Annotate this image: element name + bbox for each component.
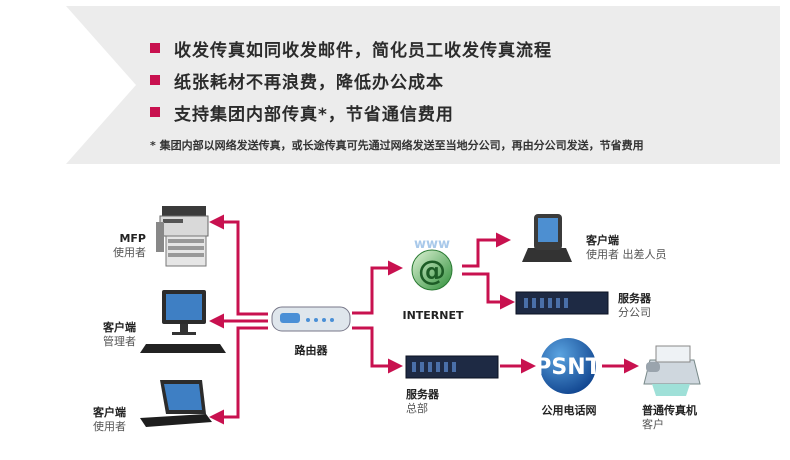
mfp-printer-icon [156, 206, 209, 267]
label-fax-customer: 普通传真机 客户 [642, 404, 697, 431]
connector-internet-mobile [462, 232, 511, 268]
feature-item: 支持集团内部传真*，节省通信费用 [150, 96, 552, 128]
label-mfp: MFP 使用者 [113, 232, 146, 259]
connector-router-internet [352, 260, 403, 315]
label-internet: INTERNET [402, 309, 464, 322]
feature-text: 纸张耗材不再浪费，降低办公成本 [174, 72, 444, 93]
svg-text:@: @ [418, 254, 446, 287]
bullet-square-icon [150, 75, 160, 85]
connector-router-server-hq [352, 326, 403, 374]
psnt-logo-text: PSNT [535, 355, 600, 380]
fax-machine-icon [643, 345, 701, 396]
server-branch-icon [515, 291, 609, 315]
label-client-user: 客户端 使用者 [93, 406, 126, 433]
psnt-network-icon: PSNT [535, 338, 601, 394]
server-hq-icon [405, 355, 499, 379]
label-psnt: 公用电话网 [541, 404, 597, 417]
connector-lines-right [462, 232, 515, 310]
banner-arrow-shape [6, 6, 780, 164]
label-client-admin: 客户端 管理者 [103, 321, 136, 348]
connector-lines-left [209, 214, 268, 425]
feature-text: 支持集团内部传真*，节省通信费用 [174, 104, 454, 125]
connector-router-client-user [209, 326, 268, 425]
bullet-square-icon [150, 43, 160, 53]
connector-internet-branch [462, 272, 515, 310]
feature-item: 收发传真如同收发邮件，简化员工收发传真流程 [150, 32, 552, 64]
www-logo-text: www [414, 237, 450, 252]
label-client-mobile: 客户端 使用者 出差人员 [586, 234, 667, 261]
diagram-canvas: @ www PSNT [140, 206, 701, 427]
label-server-hq: 服务器 总部 [406, 388, 439, 415]
bullet-square-icon [150, 107, 160, 117]
footnote: * 集团内部以网络发送传真，或长途传真可先通过网络发送至当地分公司，再由分公司发… [150, 139, 644, 152]
banner-chevron [6, 6, 136, 164]
connector-router-mfp [209, 214, 268, 316]
internet-globe-icon: @ www [411, 237, 453, 291]
pda-device-icon [522, 214, 572, 262]
label-router: 路由器 [294, 344, 328, 357]
feature-list: 收发传真如同收发邮件，简化员工收发传真流程 纸张耗材不再浪费，降低办公成本 支持… [150, 32, 552, 128]
laptop-computer-icon [140, 380, 212, 427]
connector-lines-middle [352, 260, 639, 374]
router-icon [271, 306, 351, 332]
network-diagram: @ www PSNT [0, 170, 790, 456]
label-server-branch: 服务器 分公司 [618, 292, 651, 319]
desktop-computer-icon [140, 290, 226, 353]
feature-item: 纸张耗材不再浪费，降低办公成本 [150, 64, 552, 96]
feature-text: 收发传真如同收发邮件，简化员工收发传真流程 [174, 40, 552, 61]
header-banner [6, 6, 780, 164]
